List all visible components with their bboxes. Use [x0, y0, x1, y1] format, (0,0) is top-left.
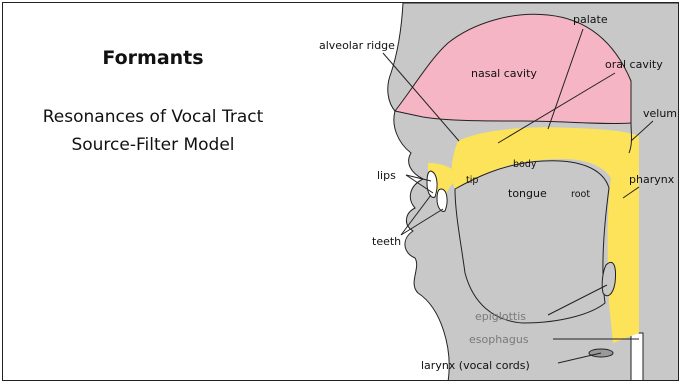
label-lips: lips [377, 169, 396, 182]
label-tongue: tongue [508, 187, 547, 200]
label-velum: velum [643, 107, 677, 120]
label-esophagus: esophagus [469, 333, 529, 346]
vocal-tract-diagram: alveolar ridge palate oral cavity nasal … [3, 3, 679, 381]
label-palate: palate [573, 13, 608, 26]
label-oral-cavity: oral cavity [605, 58, 663, 71]
label-nasal-cavity: nasal cavity [471, 67, 537, 80]
label-epiglottis: epiglottis [475, 310, 526, 323]
label-teeth: teeth [372, 235, 401, 248]
label-tip: tip [466, 175, 478, 186]
upper-teeth [427, 171, 437, 197]
label-pharynx: pharynx [629, 173, 675, 186]
label-body: body [513, 159, 537, 170]
label-larynx: larynx (vocal cords) [421, 359, 530, 372]
label-root: root [571, 189, 590, 200]
lower-teeth [437, 189, 447, 211]
slide: Formants Resonances of Vocal Tract Sourc… [2, 2, 679, 381]
label-alveolar-ridge: alveolar ridge [319, 39, 395, 52]
